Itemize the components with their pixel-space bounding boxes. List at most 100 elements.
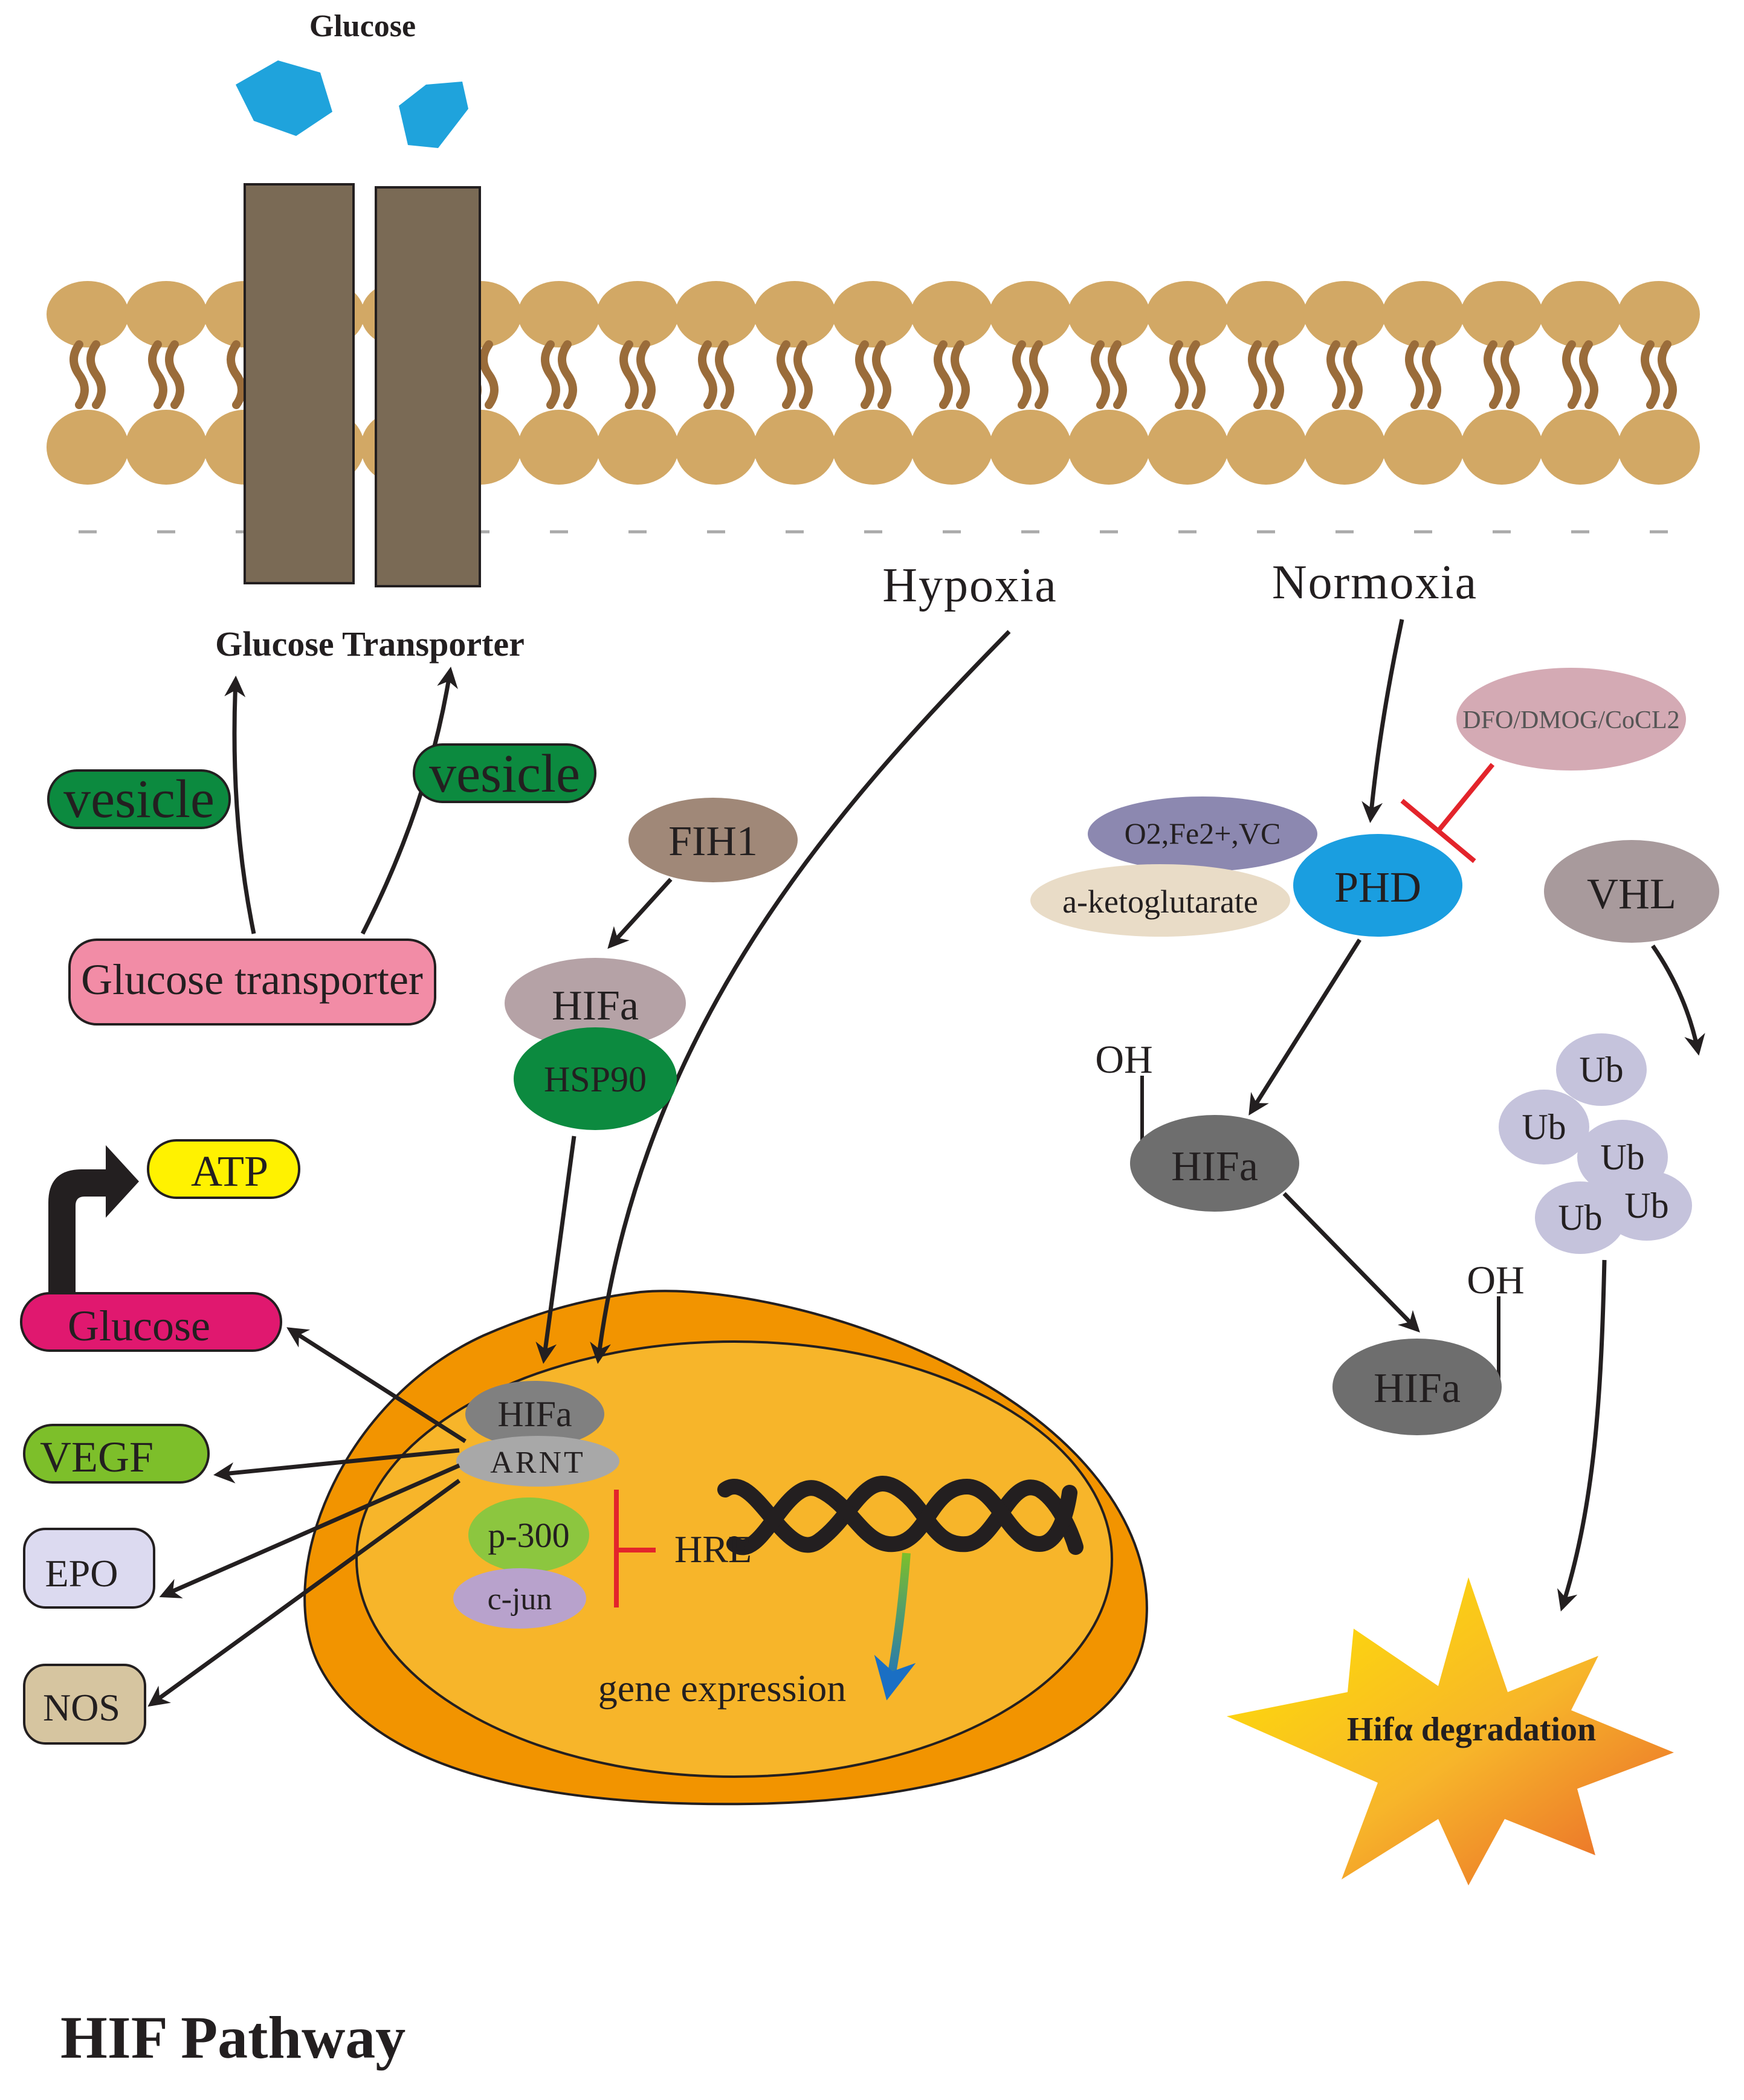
epo-label: EPO [45,1552,118,1595]
lipid-tail [1484,340,1503,409]
vhl-label: VHL [1587,870,1676,918]
lipid-tail [69,340,89,409]
arrow-vhl-to-ub [1651,945,1705,1056]
ketoglutarate-label: a-ketoglutarate [1062,884,1258,920]
arrow-to-transporter-right [360,667,458,935]
lipid-tail [619,340,639,409]
lipid-head-upper [754,281,836,347]
arrow-to-transporter-left [224,676,256,934]
arrow-fih1-to-hifa [607,877,673,949]
lipid-tail [1562,340,1581,409]
lipid-tail [793,340,813,409]
lipid-head-lower [675,410,757,485]
ub-2-label: Ub [1522,1107,1566,1147]
glucose-transporter-box [68,939,436,1026]
arrow-to-vegf [213,1448,460,1484]
lipid-head-upper [1461,281,1543,347]
lipid-head-lower [1225,410,1307,485]
atp-box [147,1139,300,1199]
lipid-tail [148,340,167,409]
ub-5-label: Ub [1558,1198,1602,1238]
arrow-ub-to-degradation [1557,1259,1607,1612]
lipid-head-lower [1539,410,1621,485]
gene-expression-arrow [874,1552,916,1701]
vesicle-2-label: vesicle [429,744,580,804]
inhibitor-blunt-icon [1400,763,1495,864]
lipid-tail [1326,340,1346,409]
arrow-phd-to-hifa [1248,939,1361,1116]
vesicle-1-label: vesicle [63,769,215,829]
glucose-molecule-icon [399,82,468,148]
lipid-head-upper [1068,281,1150,347]
ub-5 [1535,1181,1626,1254]
lipid-head-upper [675,281,757,347]
glucose-transporter-channel-right [375,186,481,587]
lipid-tail [1091,340,1110,409]
nucleus-cjun [453,1568,586,1629]
arrow-hifa-to-hifa [1282,1192,1420,1333]
lipid-tail [934,340,953,409]
epo-box [23,1528,155,1609]
lipid-head-upper [518,281,600,347]
lipid-head-lower [989,410,1071,485]
vegf-label: VEGF [40,1433,153,1481]
lipid-tail [1029,340,1048,409]
hifa-label: HIFa [552,983,639,1029]
lipid-tail [1422,340,1441,409]
fih1-label: FIH1 [668,818,758,865]
lipid-tail [1265,340,1284,409]
degradation-label: Hifα degradation [1347,1711,1596,1748]
vhl-node [1544,840,1719,943]
lipid-head-lower [754,410,836,485]
glucose-box [20,1292,282,1352]
arrow-to-epo [159,1463,460,1598]
cofactors-label: O2,Fe2+,VC [1125,816,1281,850]
ub-4-label: Ub [1624,1186,1668,1226]
ub-1-label: Ub [1579,1050,1623,1090]
lipid-head-lower [47,410,129,485]
lipid-tail [227,340,246,409]
nucleus-arnt [456,1436,619,1487]
nucleus-p300 [468,1497,589,1572]
lipid-head-upper [47,281,129,347]
oh-label-1: OH [1095,1038,1152,1082]
dna-strand-2 [726,1478,1077,1556]
lipid-tail [1500,340,1520,409]
lipid-head-upper [1539,281,1621,347]
glucose-label: Glucose [309,9,416,44]
lipid-tail [951,340,970,409]
atp-label: ATP [191,1147,268,1195]
hre-inhibition-icon [614,1490,656,1607]
hydroxylated-hifa-1-label: HIFa [1171,1143,1258,1190]
lipid-tail [777,340,796,409]
inhibitors-label: DFO/DMOG/CoCL2 [1462,706,1679,734]
hypoxia-label: Hypoxia [882,559,1058,612]
lipid-tail [636,340,656,409]
glucose-transporter-label: Glucose Transporter [215,624,525,664]
oh-label-2: OH [1467,1258,1524,1302]
lipid-tail [1108,340,1127,409]
lipid-head-upper [1382,281,1464,347]
lipid-tail [1641,340,1660,409]
normoxia-arrow [1361,619,1404,823]
vesicle-2 [413,743,596,803]
lipid-head-lower [911,410,993,485]
arrow-to-nos [147,1479,461,1707]
lipid-tail [1343,340,1363,409]
lipid-tail [1248,340,1267,409]
page-title: HIF Pathway [60,2004,405,2071]
dna-strand-1 [717,1476,1084,1555]
lipid-tail [1012,340,1032,409]
nos-box [23,1664,146,1745]
lipid-head-upper [832,281,914,347]
vesicle-1 [47,769,231,829]
lipid-head-upper [989,281,1071,347]
lipid-head-lower [1068,410,1150,485]
hre-label: HRE [674,1528,752,1571]
hsp90-node [514,1027,677,1130]
degradation-burst-icon [1227,1577,1674,1885]
nucleus-cjun-label: c-jun [488,1582,552,1617]
lipid-head-upper [596,281,679,347]
lipid-head-upper [1146,281,1229,347]
